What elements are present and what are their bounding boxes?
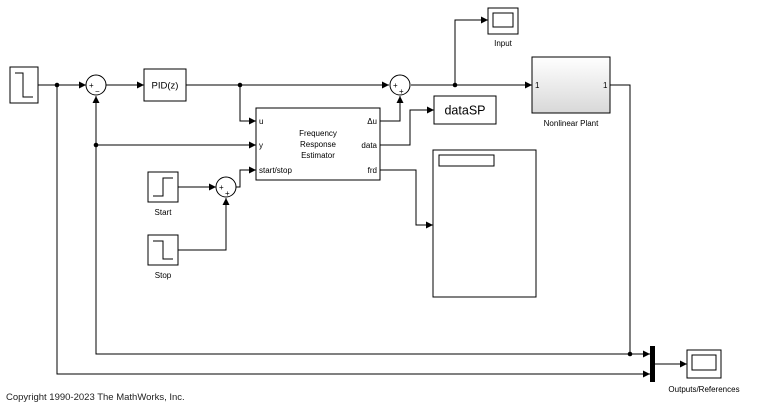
estimator-port-startstop: start/stop: [259, 166, 292, 175]
input-scope-label: Input: [494, 39, 513, 48]
scope-icon: [492, 12, 514, 28]
pid-label: PID(z): [152, 81, 179, 92]
sum-sign-minus: −: [95, 87, 100, 96]
sum-sign-plus: +: [89, 81, 94, 90]
sum-sign-plus: +: [399, 87, 404, 96]
wire-data-to-datasp[interactable]: [380, 106, 434, 146]
estimator-title-line: Frequency: [299, 129, 337, 138]
sum-sign-plus: +: [219, 183, 224, 192]
wire-du-to-sum[interactable]: [380, 96, 404, 122]
start-step-block[interactable]: Start: [147, 171, 179, 217]
error-sum-block[interactable]: + −: [85, 74, 107, 96]
plant-in-port: 1: [535, 81, 540, 90]
frd-display-block[interactable]: [432, 149, 537, 298]
sum-sign-plus: +: [225, 189, 230, 198]
stop-label: Stop: [155, 271, 172, 280]
frequency-response-estimator-block[interactable]: u y start/stop Δu data frd Frequency Res…: [255, 107, 381, 181]
wire-frd-to-display[interactable]: [380, 169, 433, 229]
frd-display-titlebar: [438, 154, 495, 167]
mux-block[interactable]: [650, 346, 655, 382]
junction-dot: [54, 82, 60, 88]
estimator-port-data: data: [361, 141, 377, 150]
input-scope-block[interactable]: Input: [487, 7, 519, 48]
perturbation-sum-block[interactable]: + +: [389, 74, 411, 96]
start-label: Start: [155, 208, 173, 217]
junction-dot: [452, 82, 458, 88]
copyright-notice: Copyright 1990-2023 The MathWorks, Inc.: [6, 392, 185, 403]
estimator-port-frd: frd: [368, 166, 377, 175]
stop-step-block[interactable]: Stop: [147, 234, 179, 280]
estimator-title-line: Estimator: [301, 151, 335, 160]
step-up-icon: [153, 177, 173, 197]
junction-dot: [93, 142, 99, 148]
wire-ref-to-mux[interactable]: [56, 85, 650, 378]
signal-lines: [38, 16, 687, 378]
junction-dot: [627, 351, 633, 357]
estimator-port-du: Δu: [367, 117, 377, 126]
nonlinear-plant-block[interactable]: 1 1 Nonlinear Plant: [531, 56, 611, 128]
estimator-port-u: u: [259, 117, 263, 126]
outputs-scope-block[interactable]: Outputs/References: [668, 349, 740, 394]
reference-step-block[interactable]: [9, 66, 39, 104]
wire-feedback[interactable]: [92, 96, 630, 355]
junction-dot: [237, 82, 243, 88]
datasp-label: dataSP: [444, 104, 485, 118]
wire-pid-to-u[interactable]: [239, 85, 256, 125]
datasp-block[interactable]: dataSP: [433, 95, 497, 125]
outputs-scope-label: Outputs/References: [668, 385, 739, 394]
plant-label: Nonlinear Plant: [544, 119, 599, 128]
sum-sign-plus: +: [393, 81, 398, 90]
step-down-icon: [153, 240, 173, 260]
wire-sum-to-startstop[interactable]: [236, 166, 256, 188]
estimator-title-line: Response: [300, 140, 337, 149]
scope-icon: [691, 354, 717, 371]
trigger-sum-block[interactable]: + +: [215, 176, 237, 198]
pid-controller-block[interactable]: PID(z): [143, 68, 187, 102]
wire-stop-to-sum[interactable]: [178, 198, 230, 251]
estimator-port-y: y: [259, 141, 263, 150]
wire-to-input-scope[interactable]: [454, 16, 488, 85]
wire-plant-out[interactable]: [610, 84, 631, 354]
plant-out-port: 1: [603, 81, 608, 90]
step-down-icon: [15, 72, 33, 98]
